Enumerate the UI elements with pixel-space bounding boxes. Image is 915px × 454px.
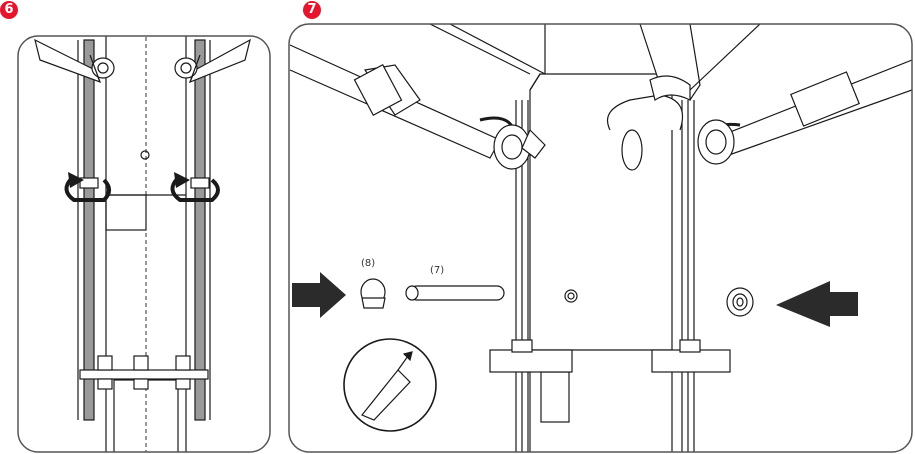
tube-arm-right	[606, 59, 912, 171]
step-6-badge: 6	[0, 1, 18, 19]
rotate-cw-arrow-icon	[170, 172, 220, 202]
callout-part-7: (7)	[430, 265, 445, 276]
glue-tube-icon	[343, 338, 437, 432]
eyelet-right	[174, 38, 251, 84]
step-6-panel	[17, 35, 271, 453]
threaded-rod-left	[77, 39, 95, 421]
step-7-badge: 7	[303, 1, 321, 19]
tube-arm-top	[639, 24, 762, 101]
eyelet-left	[34, 38, 115, 84]
rotate-cw-arrow-icon	[64, 172, 111, 202]
pin-part-7	[405, 285, 505, 301]
insert-arrow-icon	[776, 281, 858, 327]
tube-arm-left	[289, 44, 546, 170]
insert-arrow-icon	[292, 272, 346, 318]
threaded-rod-right	[194, 39, 211, 421]
cap-nut-part-8	[360, 278, 386, 309]
step-7-panel	[288, 23, 913, 453]
callout-part-8: (8)	[361, 258, 376, 269]
hex-nut	[726, 287, 754, 317]
